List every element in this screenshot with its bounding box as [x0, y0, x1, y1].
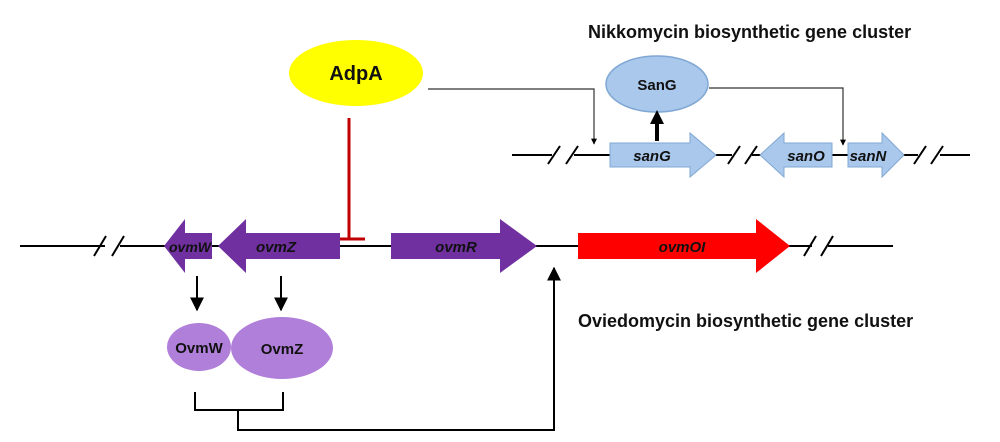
- break-mark: [744, 145, 758, 165]
- protein-ovmz: OvmZ: [231, 317, 333, 379]
- sang-expression-arrow: [650, 110, 664, 141]
- gene-ovmw-label: ovmW: [169, 239, 213, 255]
- sang-activates-sann-arrow: [709, 87, 846, 146]
- ovmw-ovmz-complex-activation: [194, 266, 561, 431]
- gene-ovmr: ovmR: [391, 219, 537, 273]
- gene-sann: sanN: [847, 131, 905, 179]
- break-mark: [111, 235, 125, 257]
- break-mark: [930, 145, 944, 165]
- gene-sano-label: sanO: [787, 148, 825, 165]
- oviedomycin-cluster-title: Oviedomycin biosynthetic gene cluster: [578, 311, 913, 331]
- gene-sang: sanG: [609, 131, 717, 179]
- gene-sano: sanO: [759, 131, 833, 179]
- break-mark: [547, 145, 561, 165]
- gene-ovmz-label: ovmZ: [256, 239, 297, 256]
- gene-ovmw: ovmW: [164, 219, 213, 273]
- adpa-represses-ovmz-inhibitor: [339, 118, 365, 241]
- gene-ovmoi: ovmOI: [578, 219, 790, 273]
- protein-adpa: AdpA: [289, 40, 423, 106]
- adpa-activates-sang-arrow: [428, 88, 597, 145]
- gene-ovmr-label: ovmR: [435, 239, 477, 256]
- protein-sang: SanG: [605, 55, 709, 113]
- gene-ovmoi-label: ovmOI: [659, 239, 707, 256]
- break-mark: [820, 235, 834, 257]
- gene-sang-label: sanG: [633, 148, 671, 165]
- protein-ovmw: OvmW: [167, 323, 231, 371]
- break-mark: [913, 145, 927, 165]
- protein-ovmz-label: OvmZ: [261, 341, 304, 358]
- gene-sann-label: sanN: [850, 148, 888, 165]
- break-mark: [565, 145, 579, 165]
- break-mark: [803, 235, 817, 257]
- protein-sang-label: SanG: [637, 77, 676, 94]
- gene-ovmz: ovmZ: [218, 219, 340, 273]
- break-mark: [727, 145, 741, 165]
- protein-adpa-label: AdpA: [329, 63, 382, 85]
- protein-ovmw-label: OvmW: [175, 340, 223, 357]
- nikkomycin-cluster-title: Nikkomycin biosynthetic gene cluster: [588, 22, 911, 42]
- break-mark: [93, 235, 107, 257]
